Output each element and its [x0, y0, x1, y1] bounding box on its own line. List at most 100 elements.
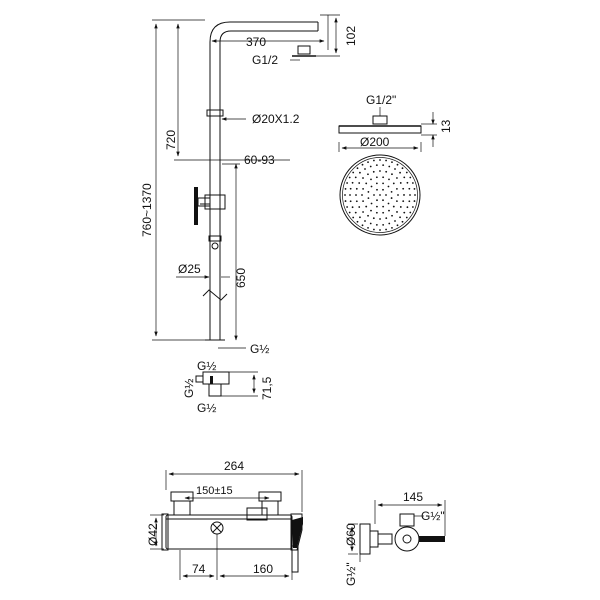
- nozzle-dot: [403, 211, 406, 214]
- nozzle-dot: [385, 159, 387, 162]
- nozzle-dot: [358, 182, 361, 184]
- side-depth: 145: [403, 490, 423, 504]
- connector-body-top: [202, 371, 230, 385]
- nozzle-dot: [382, 176, 385, 179]
- nozzle-dot: [367, 191, 370, 193]
- knob-cross-2: [212, 523, 222, 533]
- nozzle-dot: [370, 185, 373, 188]
- nozzle-dot: [379, 229, 381, 231]
- nozzle-dot: [385, 228, 387, 231]
- nozzle-dot: [348, 176, 351, 179]
- nozzle-dot: [408, 187, 411, 190]
- nozzle-dot: [392, 205, 395, 208]
- mixer-diameter: Ø42: [146, 523, 160, 546]
- nozzle-dot: [401, 167, 404, 170]
- head-plate-inner: [342, 157, 418, 233]
- nozzle-dot: [359, 171, 361, 174]
- nozzle-dot: [391, 226, 393, 229]
- nozzle-dot: [348, 211, 351, 214]
- nozzle-dot: [396, 177, 398, 179]
- nozzle-dot: [367, 161, 369, 164]
- mixer-left-cap: [161, 513, 169, 551]
- nozzle-dot: [362, 211, 364, 213]
- dim-head-drop: 102: [344, 26, 358, 46]
- nozzle-dot: [364, 220, 366, 222]
- nozzle-dot: [355, 187, 358, 190]
- connector-body-bottom: [208, 383, 222, 397]
- nozzle-dot: [399, 171, 401, 174]
- dim-holder-range: 60-93: [244, 153, 275, 167]
- head-profile: [338, 125, 422, 134]
- nozzle-dot: [385, 194, 387, 196]
- nozzle-dot: [370, 202, 373, 205]
- nozzle-dot: [403, 194, 405, 196]
- connector-nut: [210, 376, 213, 384]
- mixer-left-offset: 74: [192, 562, 206, 576]
- outlet-thread: G½": [421, 509, 445, 523]
- nozzle-dot: [367, 197, 370, 200]
- head-thread-label: G1/2: [252, 53, 278, 67]
- nozzle-dot: [388, 222, 391, 225]
- nozzle-dot: [344, 188, 347, 190]
- head-plate-outer: [339, 154, 421, 236]
- arm-inner-edge: [219, 30, 318, 43]
- nozzle-dot: [402, 200, 405, 203]
- nozzle-dot: [409, 176, 412, 179]
- nozzle-dot: [405, 216, 408, 219]
- nozzle-dot: [365, 205, 368, 208]
- side-body-center: [402, 534, 412, 544]
- mixer-inlet-left: [170, 491, 194, 502]
- connector-thread-top: G½: [197, 359, 216, 373]
- connector-thread-left: G½: [182, 379, 196, 398]
- nozzle-dot: [351, 206, 354, 209]
- nozzle-dot: [401, 220, 404, 223]
- nozzle-dot: [370, 209, 372, 212]
- inlet-thread-label: G½: [250, 342, 269, 356]
- nozzle-dot: [373, 159, 375, 162]
- shower-column: 760~1370 720 370 102 G1/2 Ø20X1.2 60-93 …: [140, 14, 358, 356]
- nozzle-dot: [399, 216, 401, 219]
- arm-outer-edge: [209, 21, 318, 43]
- nozzle-dot: [396, 224, 399, 227]
- side-handle: [419, 536, 445, 542]
- nozzle-dot: [349, 194, 351, 196]
- mixer-right-handle-base: [290, 513, 303, 551]
- nozzle-dot: [356, 167, 359, 170]
- side-pipe: [377, 533, 393, 545]
- pipe-joint: [206, 109, 224, 117]
- dim-upper-height: 720: [164, 130, 178, 150]
- nozzle-dot: [391, 161, 393, 164]
- hand-shower-neck: [197, 197, 211, 207]
- nozzle-dot: [379, 218, 381, 220]
- nozzle-dot: [367, 173, 369, 176]
- nozzle-dot: [367, 214, 369, 217]
- nozzle-dot: [375, 164, 378, 167]
- nozzle-dot: [354, 176, 357, 179]
- lower-pipe-diameter-label: Ø25: [178, 262, 201, 276]
- nozzle-dot: [351, 181, 354, 184]
- nozzle-dot: [376, 188, 378, 191]
- nozzle-dot: [372, 170, 375, 173]
- nozzle-dot: [391, 214, 393, 217]
- shower-head: G1/2" 13 Ø200: [338, 93, 453, 236]
- nozzle-dot: [349, 200, 352, 203]
- dim-lower-height: 650: [234, 268, 248, 288]
- nozzle-dot: [346, 182, 349, 184]
- head-thickness: 13: [439, 119, 453, 133]
- nozzle-dot: [388, 209, 390, 212]
- head-thread-label: G1/2": [366, 93, 396, 107]
- mixer-lever: [292, 517, 303, 548]
- nozzle-dot: [359, 216, 361, 219]
- dim-arm-length: 370: [246, 35, 266, 49]
- nozzle-dot: [379, 194, 381, 196]
- nozzle-dot: [362, 177, 364, 179]
- mixer-total-width: 264: [224, 459, 244, 473]
- nozzle-dot: [344, 194, 346, 196]
- dim-total-height: 760~1370: [140, 183, 154, 237]
- mixer-inlet-right: [258, 491, 282, 502]
- nozzle-dot: [362, 200, 364, 203]
- nozzle-dot: [352, 216, 355, 219]
- nozzle-dot: [390, 190, 393, 193]
- mixer-inlet-left-nut: [173, 500, 191, 516]
